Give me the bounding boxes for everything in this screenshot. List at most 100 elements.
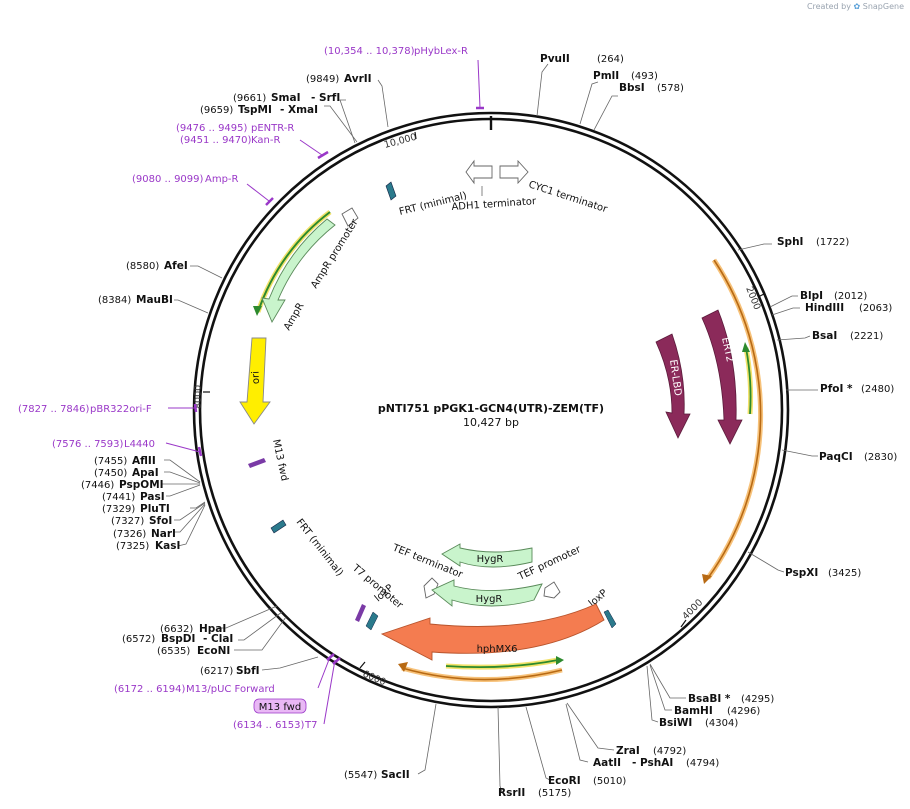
primer-phyblex-name: pHybLex-R — [414, 46, 468, 57]
ert2-label: ERT2 — [719, 336, 735, 363]
site-smai-pos: (9661) — [233, 93, 266, 104]
site-sfoi: SfoI — [149, 515, 172, 527]
site-pspomi-pos: (7446) — [81, 480, 114, 491]
primer-ampr-range: (9080 .. 9099) — [132, 174, 204, 185]
tick-8000: 8000 — [193, 385, 204, 409]
hphmx6-label: hphMX6 — [477, 644, 518, 655]
site-aflii: AflII — [132, 455, 156, 467]
ert2-arrow — [701, 309, 743, 445]
site-blpi-pos: (2012) — [834, 291, 867, 302]
credit-prefix: Created by — [806, 2, 851, 11]
plasmid-name: pNTI751 pPGK1-GCN4(UTR)-ZEM(TF) — [378, 402, 604, 415]
site-maubi-pos: (8384) — [98, 295, 131, 306]
site-pfoi: PfoI * — [820, 383, 853, 395]
ori-arrow — [239, 337, 271, 425]
primer-kanr-name: Kan-R — [251, 135, 280, 146]
site-tspmi-pos: (9659) — [200, 105, 233, 116]
site-apai-pos: (7450) — [94, 468, 127, 479]
site-pfoi-pos: (2480) — [861, 384, 894, 395]
t7-mark — [355, 604, 366, 622]
site-econi: EcoNI — [197, 645, 230, 657]
site-nari-pos: (7326) — [113, 529, 146, 540]
site-bsai-pos: (2221) — [850, 331, 883, 342]
site-bbsi: BbsI — [619, 82, 645, 94]
primer-m13puc-range: (6172 .. 6194) — [114, 684, 186, 695]
site-pmli: PmlI — [593, 70, 619, 82]
site-bbsi-pos: (578) — [657, 83, 684, 94]
primer-t7-range: (6134 .. 6153) — [233, 720, 305, 731]
site-bamhi: BamHI — [674, 705, 713, 717]
site-rsrii: RsrII — [498, 787, 525, 799]
site-tspmi: TspMI — [238, 104, 272, 116]
primer-kanr-range: (9451 .. 9470) — [180, 135, 252, 146]
site-pspxi: PspXI — [785, 567, 818, 579]
terminator-arrows — [465, 159, 529, 185]
site-econi-pos: (6535) — [157, 646, 190, 657]
site-sacii-pos: (5547) — [344, 770, 377, 781]
site-pshai: - PshAI — [632, 757, 673, 769]
primer-pentr-name: pENTR-R — [251, 123, 294, 134]
hygr2-label: HygR — [476, 594, 503, 605]
site-bsabi-pos: (4295) — [741, 694, 774, 705]
m13fwd-primer-mark — [248, 458, 266, 468]
site-pluti: PluTI — [140, 503, 170, 515]
hphmx6-arrow — [380, 603, 605, 661]
er-lbd-arrow — [655, 333, 691, 439]
loxp-site-2 — [603, 609, 617, 629]
site-smai: SmaI — [271, 92, 301, 104]
hygr-arrow-1 — [441, 543, 533, 568]
site-maubi: MauBI — [136, 294, 173, 306]
site-aatii-pos: (4794) — [686, 758, 719, 769]
site-hpai: HpaI — [199, 623, 226, 635]
right-orf-line — [707, 259, 762, 579]
site-avrii-pos: (9849) — [306, 74, 339, 85]
site-ecori-pos: (5010) — [593, 776, 626, 787]
site-ecori: EcoRI — [548, 775, 581, 787]
er-lbd-label: ER-LBD — [667, 359, 683, 397]
site-bsai: BsaI — [812, 330, 837, 342]
site-leaders — [162, 63, 818, 793]
hygr1-label: HygR — [477, 554, 504, 565]
tick-6000: 6000 — [361, 669, 388, 689]
primer-pbr322-range: (7827 .. 7846) — [18, 404, 90, 415]
ampr-arrow — [261, 218, 336, 324]
site-hpai-pos: (6632) — [160, 624, 193, 635]
site-pluti-pos: (7329) — [102, 504, 135, 515]
primer-t7-name: T7 — [304, 720, 317, 731]
site-sfoi-pos: (7327) — [111, 516, 144, 527]
primer-badge-box — [253, 698, 307, 714]
m13fwd-label: M13 fwd — [270, 438, 290, 482]
cyc1-terminator-label: CYC1 terminator — [527, 179, 609, 215]
frt2-label: FRT (minimal) — [294, 517, 345, 578]
site-afei: AfeI — [164, 260, 188, 272]
backbone-outer-circle — [192, 111, 790, 709]
primer-l4440-name: L4440 — [124, 439, 155, 450]
primer-ampr-name: Amp-R — [205, 174, 239, 185]
site-pmli-pos: (493) — [631, 71, 658, 82]
site-bamhi-pos: (4296) — [727, 706, 760, 717]
bottom-orf-line — [401, 667, 563, 681]
site-blpi: BlpI — [800, 290, 823, 302]
site-pasi: PasI — [140, 491, 165, 503]
primer-leaders — [165, 59, 484, 725]
snapgene-credit: Created by ✿ SnapGene — [807, 2, 904, 11]
tef-promoter-arrow — [543, 581, 561, 599]
site-afei-pos: (8580) — [126, 261, 159, 272]
site-kasi: KasI — [155, 540, 180, 552]
site-paqci-pos: (2830) — [864, 452, 897, 463]
site-bspdi-pos: (6572) — [122, 634, 155, 645]
plasmid-size: 10,427 bp — [463, 416, 519, 429]
credit-brand: SnapGene — [862, 2, 904, 11]
ampr-label: AmpR — [282, 301, 306, 332]
site-rsrii-pos: (5175) — [538, 788, 571, 799]
site-bsiwi-pos: (4304) — [705, 718, 738, 729]
site-hindiii-pos: (2063) — [859, 303, 892, 314]
primer-m13puc-name: M13/pUC Forward — [186, 684, 275, 695]
site-sacii: SacII — [381, 769, 410, 781]
site-pvuii: PvuII — [540, 53, 570, 65]
bottom-green-orf — [445, 659, 559, 669]
site-pasi-pos: (7441) — [102, 492, 135, 503]
restriction-site-labels: PvuII (264) PmlI (493) BbsI (578) SphI (… — [81, 53, 897, 799]
site-xmai: - XmaI — [280, 104, 318, 116]
